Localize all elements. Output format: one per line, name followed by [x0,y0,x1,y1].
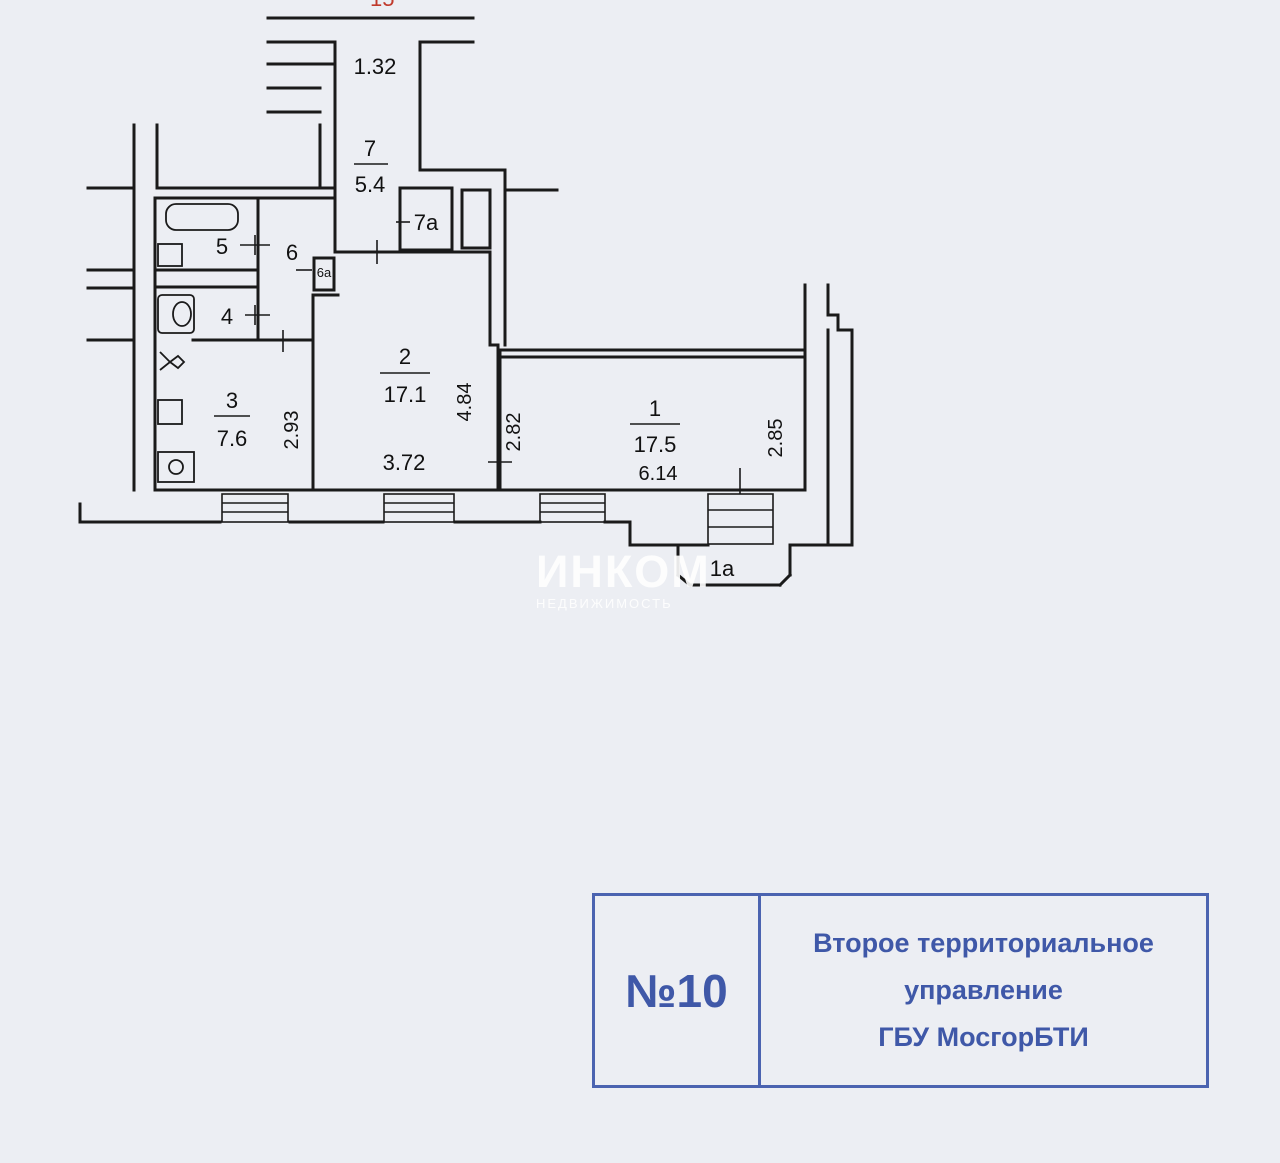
dim-top-corridor: 1.32 [354,54,397,79]
room-4-number: 4 [221,304,233,329]
stamp-line-1: Второе территориальное [813,928,1154,958]
room-2-number: 2 [399,344,411,369]
watermark-sub: НЕДВИЖИМОСТЬ [536,596,673,611]
fixtures [157,203,239,483]
room-3-number: 3 [226,388,238,413]
watermark-name: ИНКОМ [536,546,711,597]
room-6-number: 6 [286,240,298,265]
room-labels: 7 5.4 7а 5 6 6а 4 3 7.6 2 17.1 1 17.5 1а [214,136,735,581]
top-cut-label: 15 [370,0,394,11]
dim-room2-width: 3.72 [383,450,426,475]
bti-stamp: №10 Второе территориальное управление ГБ… [592,893,1209,1088]
room-7a-number: 7а [414,210,439,235]
room-2-area: 17.1 [384,382,427,407]
dim-room1-width: 6.14 [639,463,678,485]
dim-room3-height: 2.93 [281,411,303,450]
stamp-line-2: управление [904,975,1063,1005]
room-7-area: 5.4 [355,172,386,197]
floor-plan: 15 [78,0,854,588]
room-1-number: 1 [649,396,661,421]
watermark: ИНКОМ НЕДВИЖИМОСТЬ [536,546,711,612]
dim-room1-height-right: 2.85 [765,419,787,458]
dimension-labels: 1.32 2.93 4.84 3.72 2.82 2.85 6.14 [281,54,787,485]
windows [221,468,774,545]
walls [78,16,854,588]
stamp-text: Второе территориальное управление ГБУ Мо… [761,896,1206,1085]
room-6a-number: 6а [317,265,332,280]
room-5-number: 5 [216,234,228,259]
dim-room2-height: 4.84 [454,383,476,422]
room-1-area: 17.5 [634,432,677,457]
stamp-line-3: ГБУ МосгорБТИ [878,1022,1089,1052]
room-3-area: 7.6 [217,426,248,451]
room-1a-number: 1а [710,556,735,581]
room-7-number: 7 [364,136,376,161]
dim-room1-height-left: 2.82 [503,413,525,452]
door-marks [240,221,512,463]
stamp-number: №10 [595,896,761,1085]
